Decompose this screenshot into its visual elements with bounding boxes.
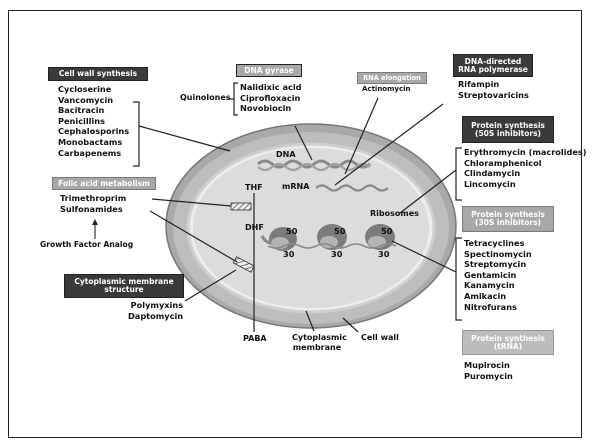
drug-item: Actinomycin [362, 85, 411, 93]
rna-polymerase-arrow [334, 103, 444, 186]
cell-wall-brace [133, 101, 140, 167]
ribosome-30-label: 30 [283, 249, 295, 259]
drug-item: Trimethroprim [60, 193, 127, 203]
rna-polymerase-header: DNA-directed RNA polymerase [453, 54, 533, 77]
50s-arrow [399, 169, 457, 214]
dna-strand-2 [257, 162, 371, 172]
dna-label: DNA [276, 150, 296, 159]
drug-item: Chloramphenicol [464, 157, 542, 168]
thf-label: THF [245, 183, 263, 192]
drug-item: Tetracyclines [464, 238, 525, 248]
ribosome-30-label: 30 [378, 249, 390, 259]
rna-elongation-arrow [344, 97, 379, 175]
dna-strand [257, 159, 371, 169]
drug-item: Amikacin [464, 290, 507, 301]
drug-item: Monobactams [58, 136, 123, 147]
drug-item: Puromycin [464, 370, 513, 381]
drug-item: Cephalosporins [58, 126, 130, 137]
quinolones-label: Quinolones [180, 93, 231, 102]
membrane-structure-drugs: Polymyxins Daptomycin [128, 300, 183, 321]
cytoplasmic-membrane-label: Cytoplasmic membrane [292, 333, 347, 352]
gyrase-arrow [294, 125, 313, 161]
ribosome-50-label: 50 [286, 226, 298, 236]
drug-item: Lincomycin [464, 178, 516, 189]
growth-factor-analog-annotation: Growth Factor Analog [40, 240, 134, 249]
drug-item: Streptovaricins [458, 89, 529, 100]
ribosome-50-label: 50 [381, 226, 393, 236]
dna-gyrase-drugs: Nalidixic acid Ciprofloxacin Novobiocin [240, 82, 302, 114]
drug-item: Gentamicin [464, 269, 517, 280]
rna-elongation-drugs: Actinomycin [362, 84, 411, 95]
drug-item: Spectinomycin [464, 248, 532, 259]
membrane-structure-header: Cytoplasmic membrane structure [64, 274, 184, 298]
drug-item: Novobiocin [240, 103, 292, 114]
cell-wall-label: Cell wall [361, 333, 399, 342]
30s-arrow [391, 240, 457, 273]
protein-synthesis-trna-header: Protein synthesis (tRNA) [462, 330, 554, 355]
protein-synthesis-trna-drugs: Mupirocin Puromycin [464, 360, 513, 381]
trimethoprim-arrow [151, 198, 232, 207]
drug-item: Cycloserine [58, 84, 112, 94]
drug-item: Vancomycin [58, 94, 114, 105]
ribosomes-label: Ribosomes [370, 209, 419, 218]
drug-item: Carbapenems [58, 147, 122, 158]
mrna-label: mRNA [282, 182, 310, 191]
trimethoprim-block [230, 202, 252, 211]
drug-item: Rifampin [458, 79, 500, 89]
growth-factor-arrowhead [92, 219, 98, 225]
protein-synthesis-30s-header: Protein synthesis (30S inhibitors) [462, 206, 554, 232]
mrna-under-ribosomes [267, 243, 397, 249]
drug-item: Bacitracin [58, 105, 105, 116]
drug-item: Clindamycin [464, 168, 521, 179]
cytoplasmic-membrane-pointer [305, 310, 315, 332]
membrane-arrow [184, 269, 237, 302]
dhf-label: DHF [245, 223, 264, 232]
rna-polymerase-drugs: Rifampin Streptovaricins [458, 79, 529, 100]
drug-item: Nitrofurans [464, 301, 517, 312]
drug-item: Sulfonamides [60, 203, 123, 214]
dna-gyrase-header: DNA gyrase [236, 64, 302, 77]
folic-acid-drugs: Trimethroprim Sulfonamides [60, 193, 126, 214]
drug-item: Daptomycin [128, 310, 184, 321]
ribosome-50-label: 50 [334, 226, 346, 236]
30s-brace [455, 237, 462, 321]
cytoplasm-shape [193, 148, 429, 308]
drug-item: Erythromycin (macrolides) [464, 147, 587, 157]
cell-wall-arrow [138, 125, 231, 152]
protein-synthesis-50s-header: Protein synthesis (50S inhibitors) [462, 116, 554, 143]
sulfonamide-block [232, 256, 255, 273]
drug-item: Nalidixic acid [240, 82, 302, 92]
50s-brace [455, 147, 462, 201]
sulfonamide-arrow [149, 210, 238, 263]
cell-wall-synthesis-header: Cell wall synthesis [48, 67, 148, 81]
ribosome-30-label: 30 [331, 249, 343, 259]
drug-item: Penicillins [58, 115, 105, 126]
drug-item: Kanamycin [464, 280, 515, 291]
cell-wall-pointer [342, 317, 359, 333]
folic-acid-header: Folic acid metabolism [52, 177, 156, 190]
mrna-strand [315, 184, 389, 192]
protein-synthesis-50s-drugs: Erythromycin (macrolides) Chloramphenico… [464, 147, 587, 189]
drug-item: Streptomycin [464, 259, 527, 270]
rna-elongation-header: RNA elongation [357, 72, 427, 84]
cell-wall-synthesis-drugs: Cycloserine Vancomycin Bacitracin Penici… [58, 84, 129, 158]
slide-frame [8, 10, 582, 438]
drug-item: Mupirocin [464, 360, 510, 370]
paba-label: PABA [243, 334, 267, 343]
drug-item: Ciprofloxacin [240, 92, 301, 103]
protein-synthesis-30s-drugs: Tetracyclines Spectinomycin Streptomycin… [464, 238, 532, 312]
drug-item: Polymyxins [130, 300, 184, 310]
gyrase-brace [233, 82, 238, 116]
